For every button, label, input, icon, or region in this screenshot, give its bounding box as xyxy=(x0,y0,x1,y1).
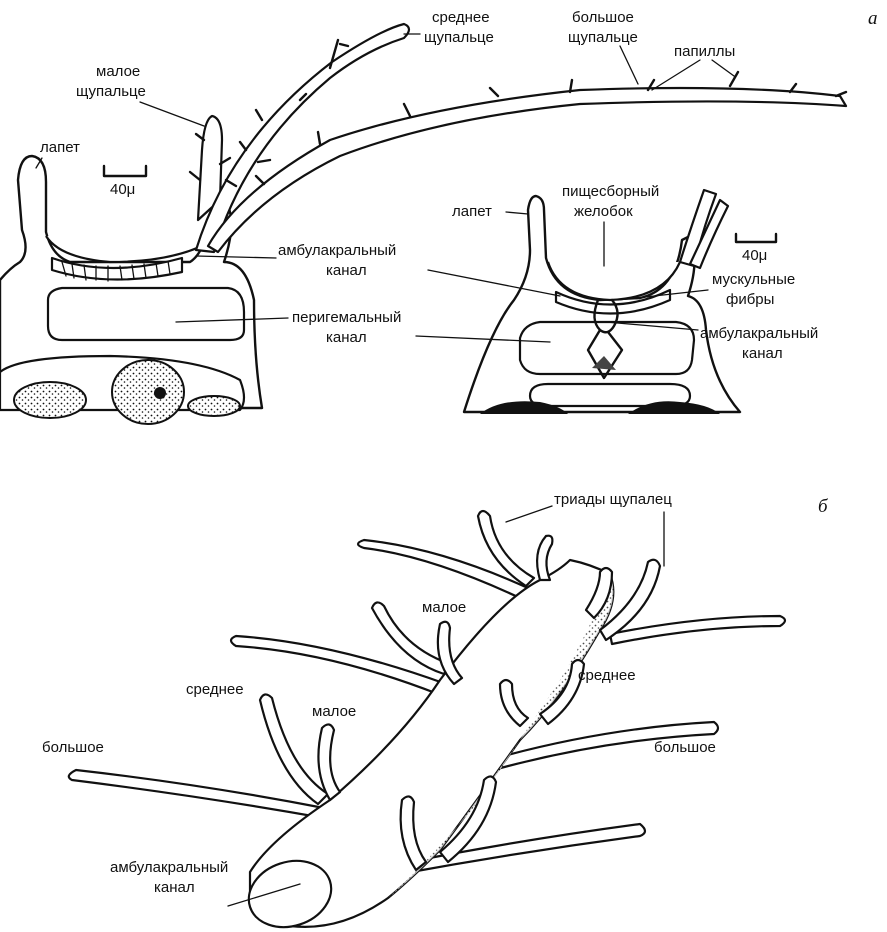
panel-b: б триады щу xyxy=(42,491,829,932)
large-tentacle-b5 xyxy=(69,770,324,818)
right-cross-section xyxy=(464,190,740,414)
label-perigem-2: канал xyxy=(326,329,367,346)
large-tentacle xyxy=(208,88,846,252)
scale-label-left: 40μ xyxy=(110,181,135,198)
panel-a-letter: а xyxy=(868,8,878,29)
label-ambul2-1: амбулакральный xyxy=(700,325,818,342)
label-pische-2: желобок xyxy=(574,203,633,220)
triad-t6 xyxy=(438,622,462,684)
label-ambul-1: амбулакральный xyxy=(278,242,396,259)
label-maloe-2: щупальце xyxy=(76,83,146,100)
label-lapet-2: лапет xyxy=(452,203,492,220)
label-maloe-mid: малое xyxy=(312,703,356,720)
label-ambul-b-2: канал xyxy=(154,879,195,896)
label-musk-1: мускульные xyxy=(712,271,795,288)
label-maloe-1: малое xyxy=(96,63,140,80)
label-bolshoe-left: большое xyxy=(42,739,104,756)
scale-label-right: 40μ xyxy=(742,247,767,264)
left-gonad-cell-1 xyxy=(14,382,86,418)
label-triady: триады щупалец xyxy=(554,491,672,508)
label-bolshoe-right: большое xyxy=(654,739,716,756)
label-ambul-b-1: амбулакральный xyxy=(110,859,228,876)
label-srednee-1: среднее xyxy=(432,9,490,26)
scale-bar-left xyxy=(104,166,146,176)
panel-b-letter: б xyxy=(818,496,829,517)
label-bolshoe-2: щупальце xyxy=(568,29,638,46)
label-bolshoe-1: большое xyxy=(572,9,634,26)
label-papilly: папиллы xyxy=(674,43,735,60)
left-cell-nucleus xyxy=(154,387,166,399)
label-ambul-2: канал xyxy=(326,262,367,279)
label-srednee-right: среднее xyxy=(578,667,636,684)
label-maloe-top: малое xyxy=(422,599,466,616)
left-perihemal-canal xyxy=(48,288,244,340)
label-pische-1: пищесборный xyxy=(562,183,659,200)
left-gonad-cell-3 xyxy=(188,396,240,416)
label-perigem-1: перигемальный xyxy=(292,309,401,326)
label-ambul2-2: канал xyxy=(742,345,783,362)
large-tentacle-b2 xyxy=(610,616,785,644)
label-lapet: лапет xyxy=(40,139,80,156)
scale-bar-right xyxy=(736,234,776,242)
left-gonad-cell-2 xyxy=(112,360,184,424)
panel-a: а 40μ xyxy=(0,8,878,424)
label-srednee-left: среднее xyxy=(186,681,244,698)
label-musk-2: фибры xyxy=(726,291,774,308)
label-srednee-2: щупальце xyxy=(424,29,494,46)
